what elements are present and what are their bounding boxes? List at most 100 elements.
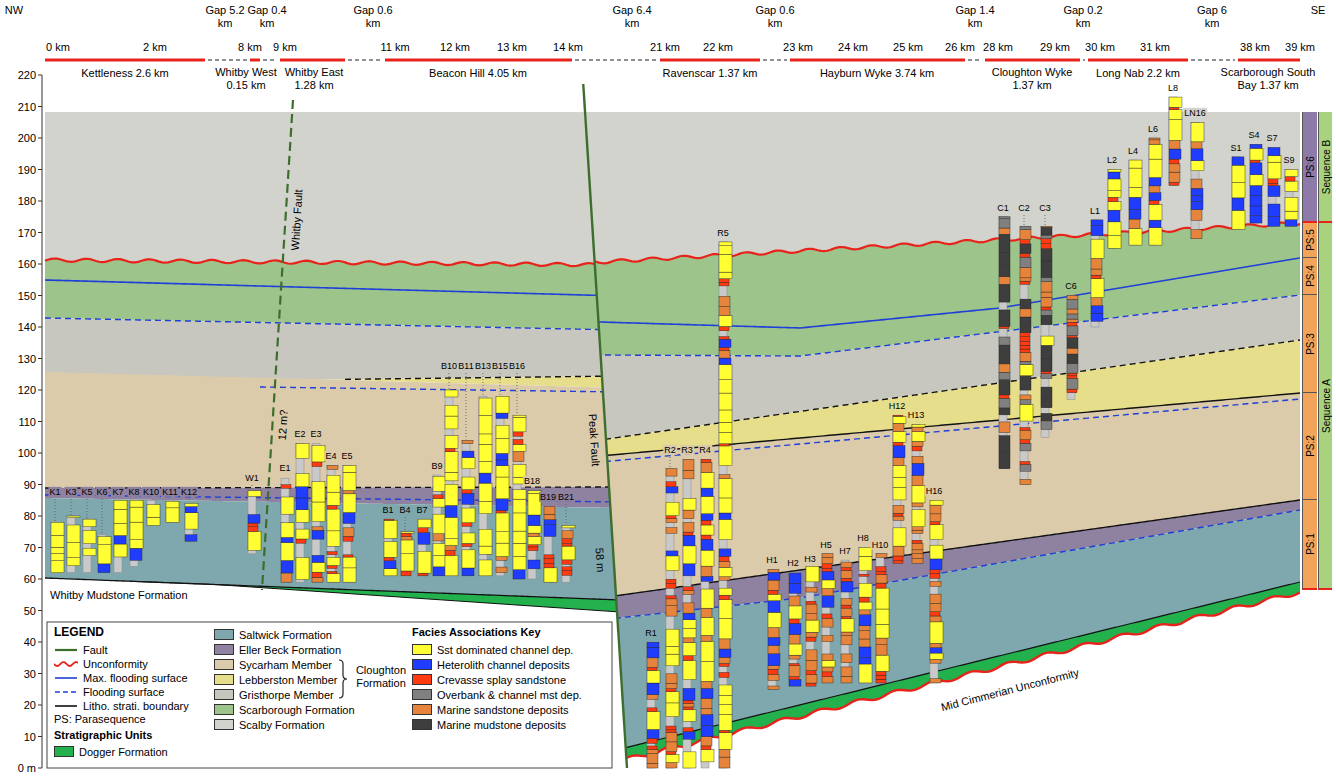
direction-label: NW: [5, 4, 23, 17]
gap-dash: [1191, 59, 1235, 60]
facies-bed: [930, 616, 941, 622]
facies-bed: [876, 624, 889, 638]
axis-tick: [38, 75, 42, 76]
legend-entry: Max. flooding surface: [54, 671, 188, 684]
log-name: H5: [819, 540, 833, 550]
facies-bed: [67, 543, 80, 558]
facies-bed: [719, 347, 729, 350]
facies-bed: [462, 543, 472, 546]
facies-bed: [1169, 182, 1179, 185]
band-label: Sequence A: [1320, 379, 1331, 433]
facies-bed: [513, 415, 526, 417]
facies-bed: [248, 531, 261, 550]
facies-bed: [893, 505, 904, 513]
facies-bed: [666, 482, 676, 487]
facies-bed: [719, 422, 732, 432]
axis-tick: [38, 138, 42, 139]
facies-bed: [312, 482, 325, 502]
facies-bed: [893, 458, 904, 466]
legend-entry: Eller Beck Formation: [214, 643, 341, 656]
sedimentary-log: [930, 500, 943, 683]
facies-bed: [1149, 159, 1162, 177]
facies-bed: [1250, 175, 1263, 186]
left-fault-block: [45, 112, 650, 612]
distance-tick-label: 0 km: [46, 41, 70, 54]
legend-text: Max. flooding surface: [83, 672, 188, 684]
facies-bed: [496, 513, 509, 532]
distance-tick-label: 24 km: [838, 41, 868, 54]
facies-bed: [528, 545, 538, 547]
sedimentary-log: [719, 242, 732, 768]
facies-bed: [768, 628, 779, 638]
axis-tick: [38, 453, 42, 454]
facies-bed: [859, 597, 869, 602]
facies-bed: [719, 600, 732, 619]
facies-bed: [1067, 322, 1077, 326]
facies-bed: [479, 546, 492, 554]
facies-bed: [683, 656, 693, 661]
facies-bed: [296, 510, 309, 523]
facies-bed: [513, 490, 526, 499]
facies-bed: [719, 733, 732, 749]
facies-bed: [876, 567, 886, 572]
facies-bed: [683, 510, 694, 519]
facies-bed: [822, 618, 833, 627]
facies-bed: [683, 704, 694, 707]
facies-bed: [841, 636, 852, 645]
facies-bed: [789, 606, 802, 619]
facies-bed: [418, 528, 428, 533]
axis-tick: [38, 673, 42, 674]
facies-bed: [114, 500, 127, 509]
facies-bed: [513, 417, 526, 432]
legend-line-sample: [54, 645, 78, 655]
sedimentary-log: [281, 478, 294, 582]
facies-bed: [999, 364, 1010, 372]
facies-bed: [841, 570, 852, 578]
facies-bed: [999, 266, 1010, 277]
facies-bed: [327, 492, 340, 505]
facies-bed: [701, 539, 713, 550]
facies-bed: [1268, 183, 1278, 185]
legend-text: Heterolith channel deposits: [437, 659, 570, 671]
facies-bed: [719, 393, 732, 410]
facies-bed: [185, 507, 197, 513]
facies-bed: [719, 567, 732, 576]
facies-bed: [1067, 335, 1077, 337]
facies-bed: [876, 655, 889, 671]
facies-bed: [528, 560, 540, 569]
log-name: B18: [523, 476, 541, 486]
facies-bed: [1129, 197, 1141, 209]
facies-bed: [401, 532, 414, 533]
facies-bed: [296, 529, 309, 539]
facies-bed: [479, 415, 492, 433]
facies-bed: [479, 434, 492, 444]
facies-bed: [912, 463, 924, 475]
facies-bed: [312, 502, 325, 522]
facies-bed: [1149, 228, 1162, 246]
facies-bed: [312, 530, 324, 539]
facies-bed: [719, 657, 730, 663]
facies-bed: [296, 444, 309, 459]
legend-text: Sst dominated channel dep.: [437, 644, 573, 656]
facies-bed: [384, 542, 397, 558]
log-leader: [1045, 215, 1046, 225]
section-name: Cloughton Wyke 1.37 km: [988, 66, 1076, 91]
facies-bed: [1041, 239, 1051, 244]
facies-bed: [666, 629, 679, 646]
facies-bed: [768, 572, 780, 580]
facies-bed: [999, 284, 1010, 302]
facies-bed: [647, 683, 659, 695]
facies-bed: [1149, 200, 1159, 204]
facies-bed: [1108, 191, 1121, 198]
facies-bed: [418, 533, 430, 545]
facies-bed: [1041, 371, 1051, 374]
facies-bed: [1268, 147, 1280, 155]
facies-bed: [701, 472, 714, 488]
facies-bed: [719, 705, 732, 715]
facies-bed: [1169, 172, 1180, 182]
sedimentary-log: [876, 554, 889, 683]
facies-bed: [1020, 404, 1033, 421]
facies-bed: [281, 497, 294, 514]
facies-bed: [1020, 464, 1031, 471]
facies-bed: [822, 672, 832, 677]
